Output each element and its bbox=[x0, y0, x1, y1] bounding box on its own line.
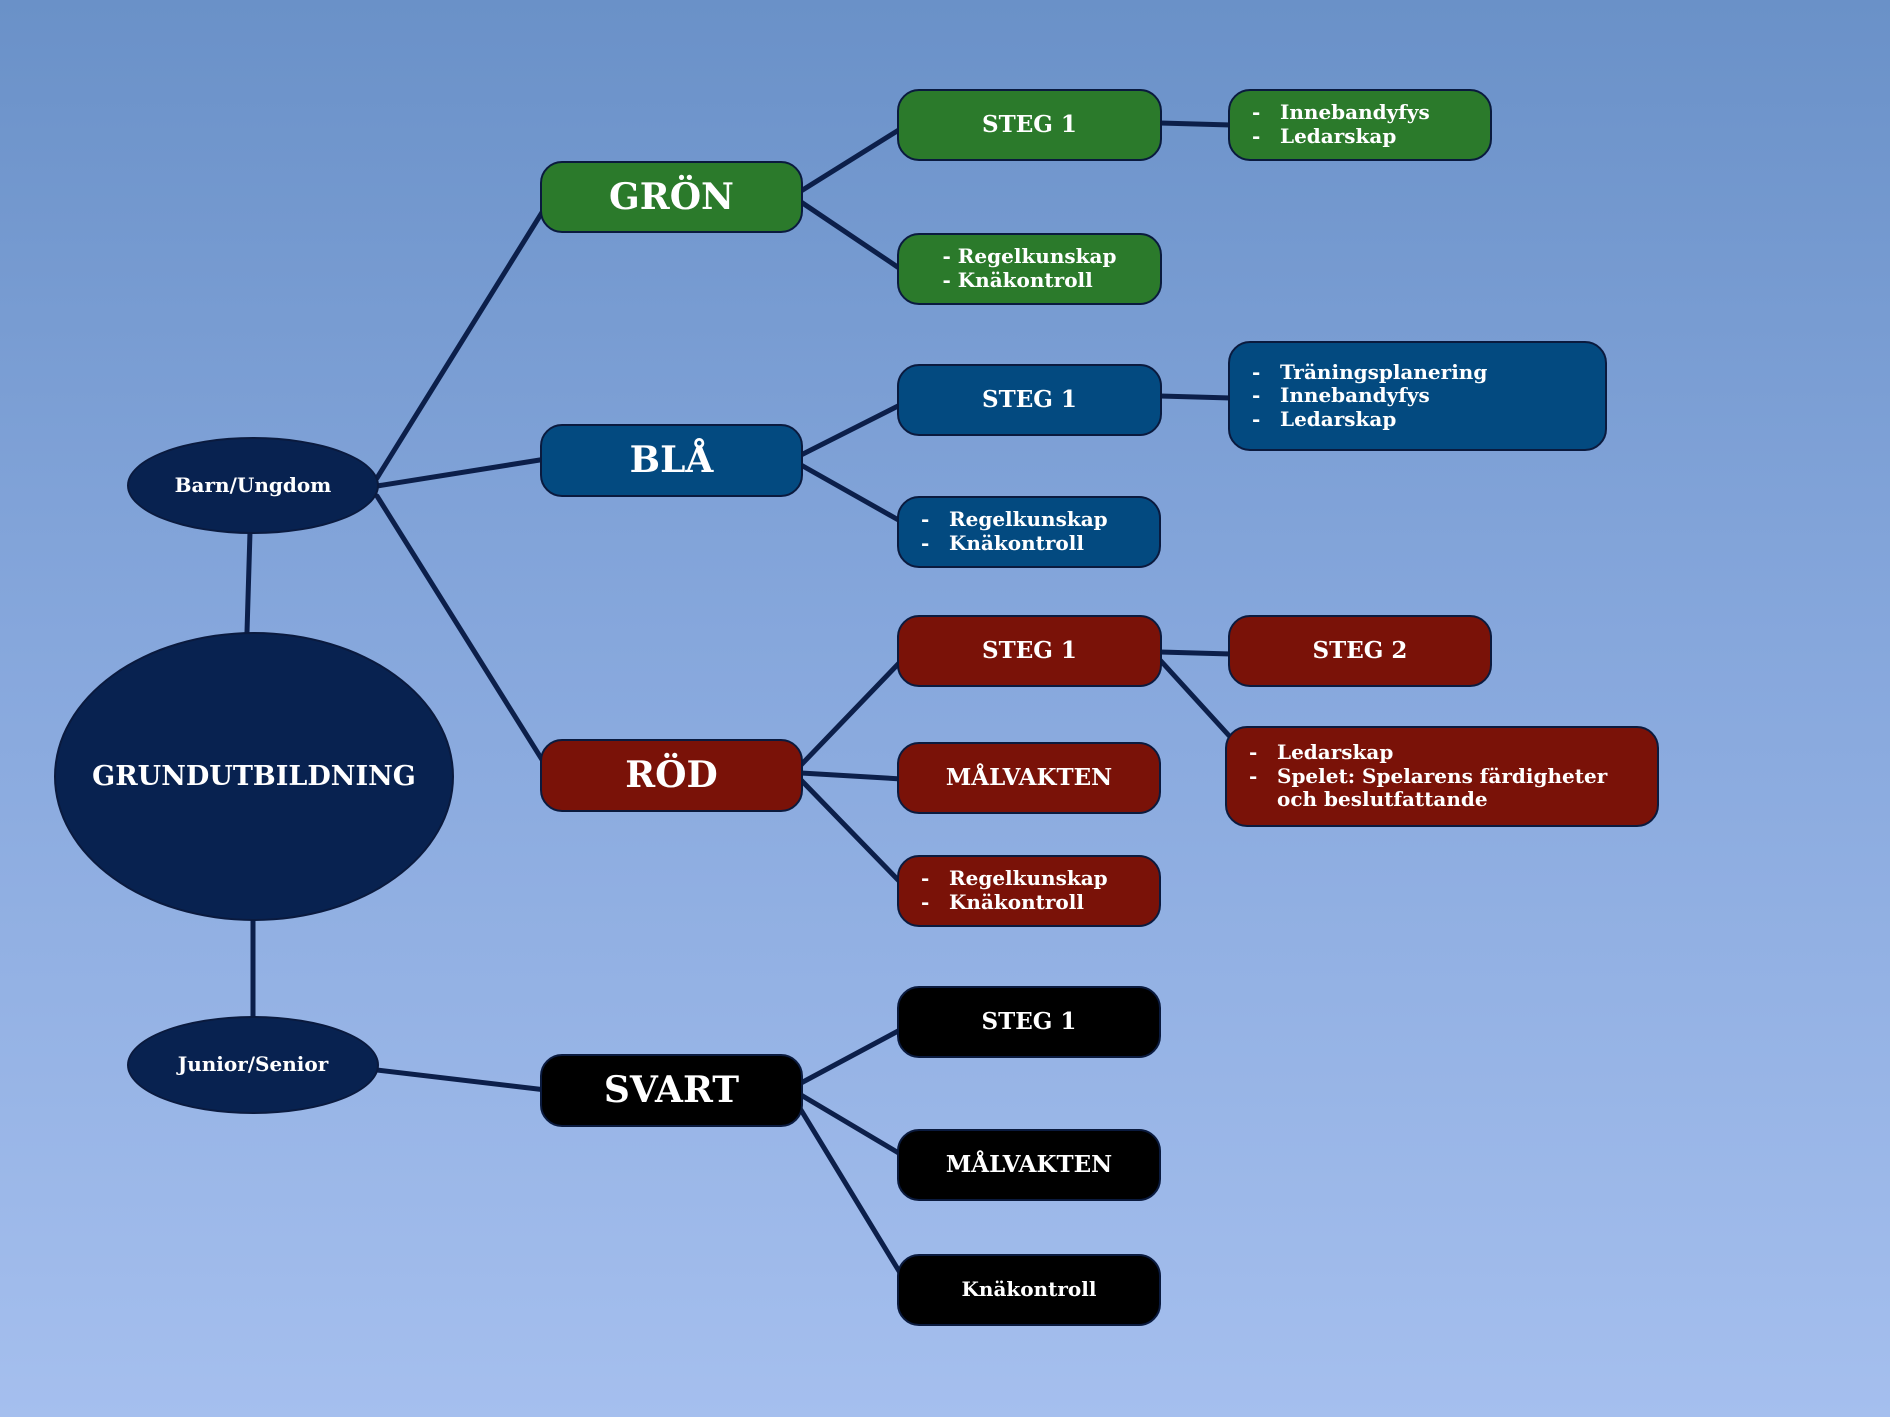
list-item: Spelet: Spelarens färdigheter och beslut… bbox=[1249, 764, 1639, 812]
details-list: Regelkunskap Knäkontroll bbox=[899, 867, 1159, 914]
svart-knakontroll-node: Knäkontroll bbox=[897, 1254, 1161, 1326]
level-label: BLÅ bbox=[629, 439, 714, 482]
step-label: STEG 1 bbox=[982, 386, 1077, 414]
connector-root-barn bbox=[244, 529, 253, 635]
list-item: Knäkontroll bbox=[943, 268, 1117, 293]
malvakten-label: MÅLVAKTEN bbox=[945, 1151, 1113, 1179]
level-label: GRÖN bbox=[609, 175, 734, 218]
connector-rod-steg2 bbox=[1157, 649, 1234, 657]
gron-steg1-node: STEG 1 bbox=[897, 89, 1162, 161]
step-label: STEG 1 bbox=[982, 111, 1077, 139]
list-item: Ledarskap bbox=[1252, 407, 1587, 432]
connector-gron-basics bbox=[798, 199, 905, 273]
bla-steg1-details-node: Träningsplanering Innebandyfys Ledarskap bbox=[1228, 341, 1607, 451]
connector-svart-malvakten bbox=[798, 1092, 905, 1158]
rod-steg2-node: STEG 2 bbox=[1228, 615, 1492, 687]
connector-rod-basics bbox=[798, 777, 905, 887]
rod-malvakten-node: MÅLVAKTEN bbox=[897, 742, 1161, 814]
bla-basics-node: Regelkunskap Knäkontroll bbox=[897, 496, 1161, 568]
knakontroll-label: Knäkontroll bbox=[961, 1277, 1097, 1302]
list-item: Ledarskap bbox=[1252, 124, 1472, 149]
connector-svart-steg1 bbox=[798, 1027, 903, 1086]
root-label: GRUNDUTBILDNING bbox=[92, 760, 416, 792]
connector-rod-steg-details bbox=[1157, 657, 1236, 743]
list-item: Regelkunskap bbox=[943, 245, 1117, 269]
group-label: Barn/Ungdom bbox=[174, 472, 332, 497]
list-item: Regelkunskap bbox=[921, 508, 1141, 532]
list-item: Regelkunskap bbox=[921, 867, 1141, 891]
root-node: GRUNDUTBILDNING bbox=[54, 632, 454, 921]
list-item: Knäkontroll bbox=[921, 890, 1141, 915]
connector-svart-knakontroll bbox=[798, 1107, 905, 1279]
malvakten-label: MÅLVAKTEN bbox=[945, 764, 1113, 792]
level-node-bla: BLÅ bbox=[540, 424, 803, 497]
svart-malvakten-node: MÅLVAKTEN bbox=[897, 1129, 1161, 1201]
group-node-junior-senior: Junior/Senior bbox=[127, 1016, 379, 1114]
details-list: Regelkunskap Knäkontroll bbox=[943, 245, 1117, 292]
group-label: Junior/Senior bbox=[177, 1052, 329, 1077]
group-node-barn-ungdom: Barn/Ungdom bbox=[127, 437, 379, 534]
list-item: Knäkontroll bbox=[921, 531, 1141, 556]
level-node-rod: RÖD bbox=[540, 739, 803, 812]
step-label: STEG 1 bbox=[982, 637, 1077, 665]
connector-rod-steg1 bbox=[798, 657, 905, 768]
connector-barn-bla bbox=[374, 456, 549, 489]
connector-bla-steg1-details bbox=[1157, 393, 1234, 401]
connector-gron-steg1 bbox=[798, 125, 905, 194]
step-label: STEG 2 bbox=[1312, 637, 1408, 665]
connector-bla-basics bbox=[798, 462, 905, 525]
connector-barn-rod bbox=[374, 493, 549, 769]
connector-bla-steg1 bbox=[798, 401, 905, 458]
bla-steg1-node: STEG 1 bbox=[897, 364, 1162, 436]
list-item: Innebandyfys bbox=[1252, 384, 1587, 408]
details-list: Ledarskap Spelet: Spelarens färdigheter … bbox=[1227, 741, 1657, 812]
connector-junior-svart bbox=[374, 1067, 549, 1093]
details-list: Innebandyfys Ledarskap bbox=[1230, 101, 1490, 148]
details-list: Träningsplanering Innebandyfys Ledarskap bbox=[1230, 360, 1605, 432]
level-label: SVART bbox=[603, 1069, 740, 1112]
gron-basics-node: Regelkunskap Knäkontroll bbox=[897, 233, 1162, 305]
connector-barn-gron bbox=[374, 203, 549, 481]
list-item: Innebandyfys bbox=[1252, 101, 1472, 125]
list-item: Ledarskap bbox=[1249, 741, 1639, 765]
rod-steg1-node: STEG 1 bbox=[897, 615, 1162, 687]
level-node-gron: GRÖN bbox=[540, 161, 803, 233]
details-list: Regelkunskap Knäkontroll bbox=[899, 508, 1159, 555]
svart-steg1-node: STEG 1 bbox=[897, 986, 1161, 1058]
rod-steg-details-node: Ledarskap Spelet: Spelarens färdigheter … bbox=[1225, 726, 1659, 827]
rod-basics-node: Regelkunskap Knäkontroll bbox=[897, 855, 1161, 927]
level-node-svart: SVART bbox=[540, 1054, 803, 1127]
step-label: STEG 1 bbox=[981, 1008, 1077, 1036]
connector-gron-steg1-details bbox=[1157, 120, 1234, 128]
level-label: RÖD bbox=[625, 754, 718, 797]
gron-steg1-details-node: Innebandyfys Ledarskap bbox=[1228, 89, 1492, 161]
list-item: Träningsplanering bbox=[1252, 360, 1587, 385]
connector-rod-malvakten bbox=[798, 770, 905, 782]
